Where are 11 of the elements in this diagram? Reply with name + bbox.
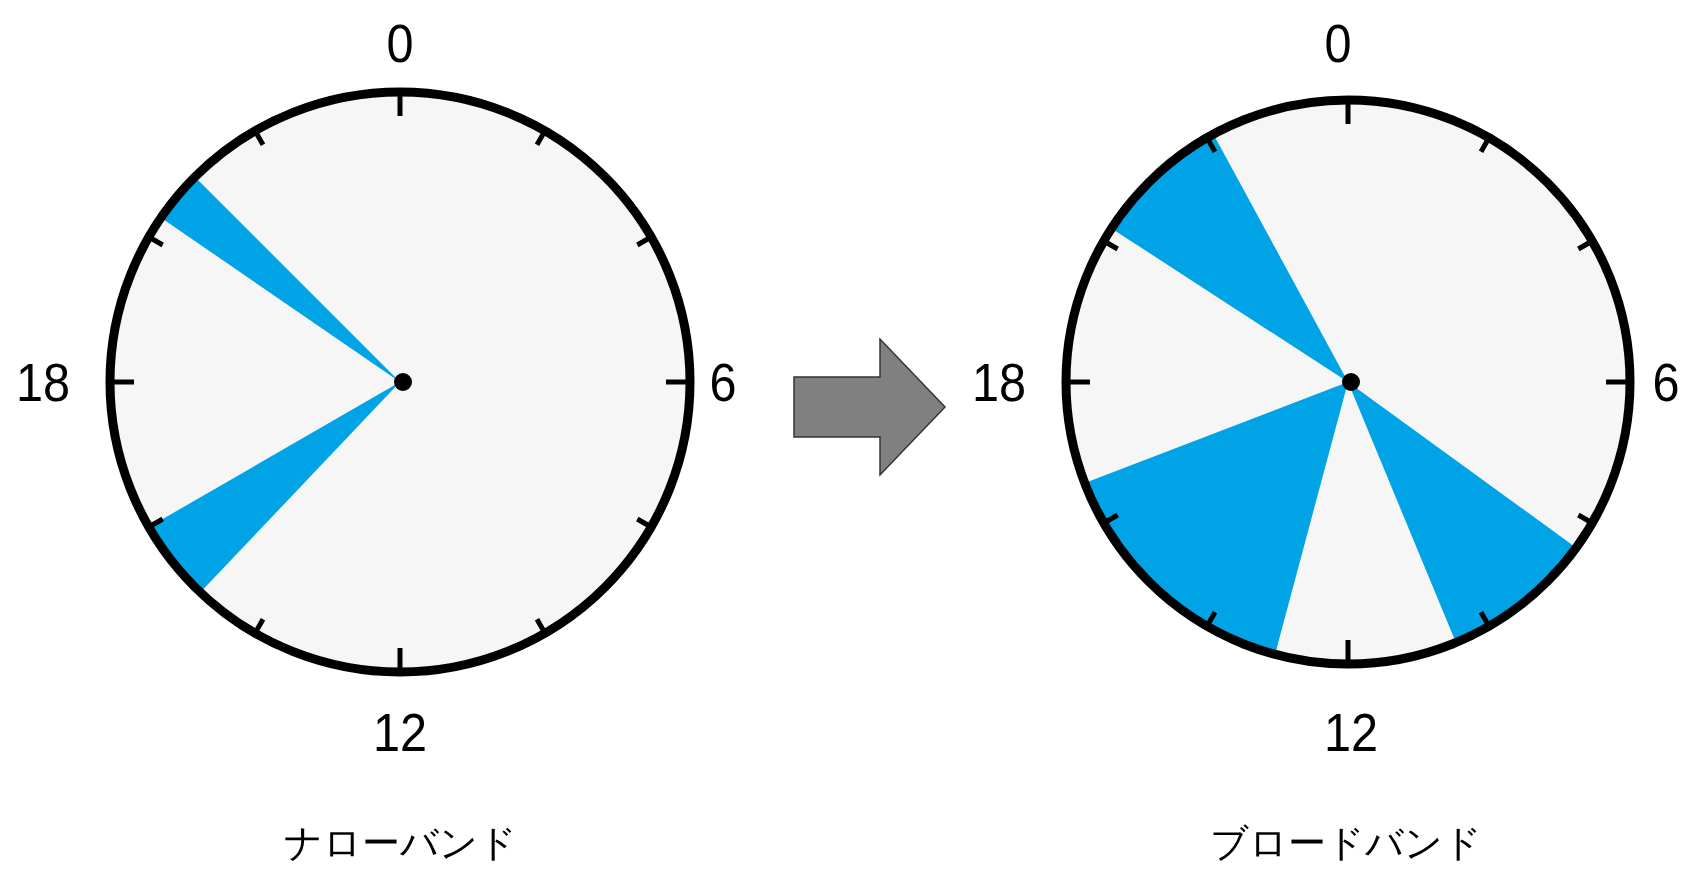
- block-arrow: [793, 337, 947, 477]
- hour-label: 12: [372, 705, 428, 759]
- hour-label: 12: [1323, 705, 1379, 759]
- hour-label: 18: [971, 355, 1027, 409]
- clock-caption: ブロードバンド: [1210, 824, 1482, 862]
- hour-label: 0: [386, 16, 414, 70]
- hour-label: 6: [709, 355, 737, 409]
- hour-label: 18: [15, 355, 71, 409]
- clock-caption: ナローバンド: [283, 824, 517, 862]
- hour-label: 0: [1324, 16, 1352, 70]
- hour-label: 6: [1652, 355, 1680, 409]
